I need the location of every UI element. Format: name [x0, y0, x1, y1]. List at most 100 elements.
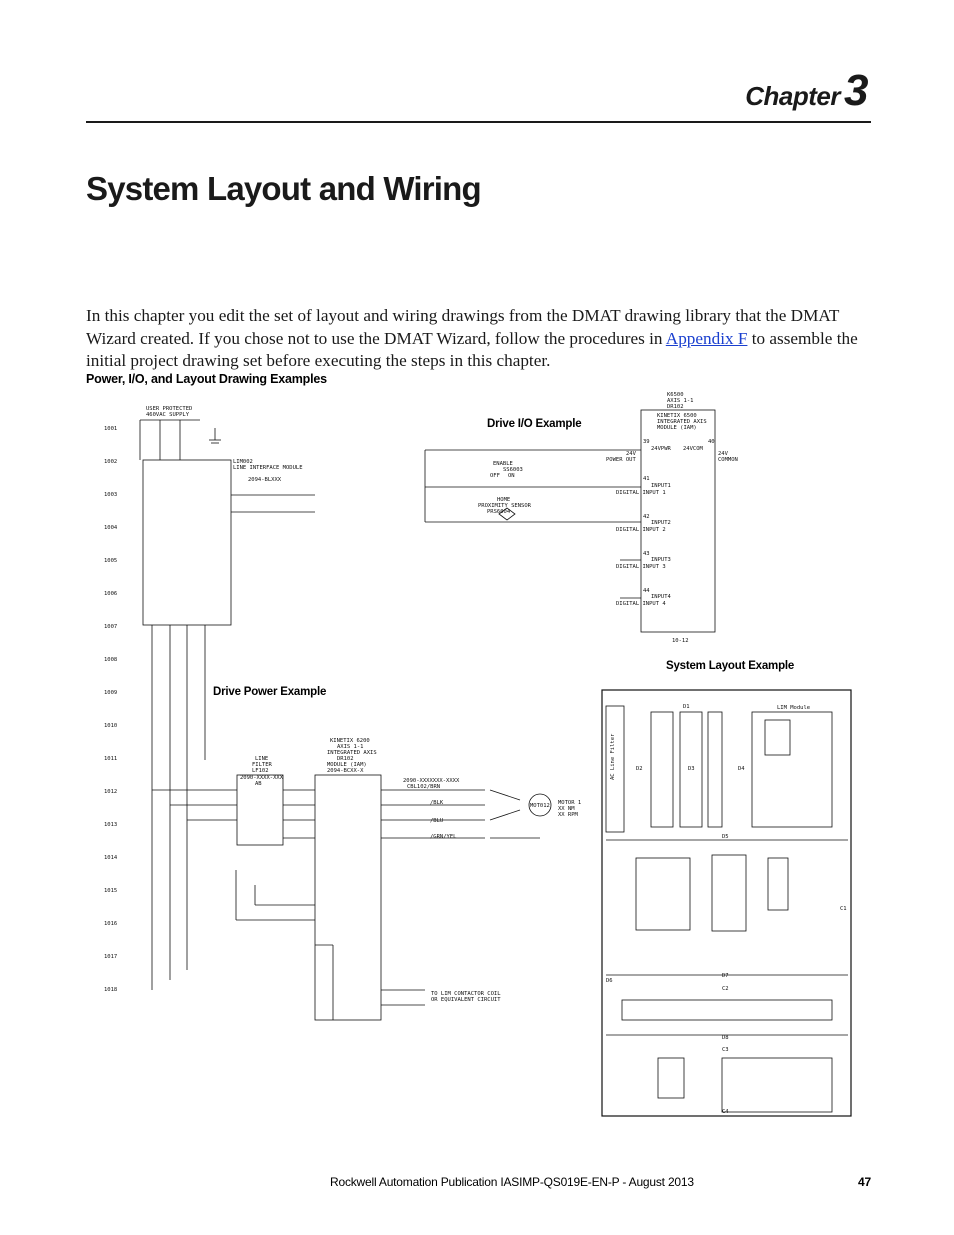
- supply-label-2: 460VAC SUPPLY: [146, 412, 190, 418]
- layout-d3: D3: [688, 766, 695, 772]
- layout-ac-filter-label: AC Line Filter: [610, 733, 616, 780]
- home-label: HOME: [497, 497, 510, 503]
- motor-label-3: XX RPM: [558, 812, 579, 818]
- io-top-39: 39: [643, 439, 650, 445]
- io-digital-1: DIGITAL INPUT 1: [616, 490, 666, 496]
- home-id: PRS6004: [487, 509, 511, 515]
- contactor-note-2: OR EQUIVALENT CIRCUIT: [431, 997, 501, 1003]
- io-ref: 10-12: [672, 638, 689, 644]
- power-header-6: 2094-BCXX-X: [327, 768, 364, 774]
- row-number: 1015: [104, 888, 117, 894]
- layout-c3: C3: [722, 1047, 729, 1053]
- line-filter-5: AB: [255, 781, 262, 787]
- io-digital-3: DIGITAL INPUT 3: [616, 564, 666, 570]
- enable-label: ENABLE: [493, 461, 513, 467]
- row-number: 1006: [104, 591, 117, 597]
- power-header-1: KINETIX 6200: [330, 738, 370, 744]
- power-header-4: DR102: [337, 756, 354, 762]
- caption-system-layout: System Layout Example: [666, 660, 795, 672]
- row-number: 1001: [104, 426, 117, 432]
- chapter-label: Chapter: [745, 81, 841, 111]
- row-number: 1016: [104, 921, 117, 927]
- supply-label-1: USER PROTECTED: [146, 406, 192, 412]
- row-number: 1007: [104, 624, 117, 630]
- row-number: 1005: [104, 558, 117, 564]
- io-top-40: 40: [708, 439, 715, 445]
- chapter-number: 3: [844, 66, 868, 115]
- io-top-24v-b: 24V: [718, 451, 729, 457]
- page-title: System Layout and Wiring: [86, 170, 482, 207]
- io-digital-4: DIGITAL INPUT 4: [616, 601, 666, 607]
- io-input-4: INPUT4: [651, 594, 672, 600]
- layout-c1: C1: [840, 906, 847, 912]
- io-top-24vpwr: 24VPWR: [651, 446, 672, 452]
- row-number: 1018: [104, 987, 117, 993]
- io-module-2: INTEGRATED AXIS: [657, 419, 707, 425]
- row-number: 1012: [104, 789, 117, 795]
- layout-d2: D2: [636, 766, 643, 772]
- cable-label-1: 2090-XXXXXXX-XXXX: [403, 778, 460, 784]
- io-input-1: INPUT1: [651, 483, 671, 489]
- motor-id: MOT012: [530, 803, 550, 809]
- intro-paragraph: In this chapter you edit the set of layo…: [86, 305, 874, 373]
- io-top-common: COMMON: [718, 457, 738, 463]
- io-pin-43: 43: [643, 551, 650, 557]
- io-pin-44: 44: [643, 588, 650, 594]
- motor-label-1: MOTOR 1: [558, 800, 581, 806]
- lim-part: 2094-BLXXX: [248, 477, 282, 483]
- enable-on: ON: [508, 473, 515, 479]
- lim-label-2: LINE INTERFACE MODULE: [233, 465, 303, 471]
- cable-label-2: CBL102/BRN: [407, 784, 440, 790]
- power-header-2: AXIS 1-1: [337, 744, 364, 750]
- io-pin-41: 41: [643, 476, 650, 482]
- layout-d7: D7: [722, 973, 729, 979]
- row-number: 1002: [104, 459, 117, 465]
- layout-d8: D8: [722, 1035, 729, 1041]
- line-filter-3: LF102: [252, 768, 269, 774]
- contactor-note-1: TO LIM CONTACTOR COIL: [431, 991, 501, 997]
- lim-label-1: LIM002: [233, 459, 253, 465]
- power-header-5: MODULE (IAM): [327, 762, 367, 768]
- layout-lim-label: LIM Module: [777, 705, 810, 711]
- intro-text-1: In this chapter you edit the set of layo…: [86, 306, 840, 348]
- appendix-f-link[interactable]: Appendix F: [665, 328, 748, 348]
- row-number: 1017: [104, 954, 117, 960]
- io-header-2: AXIS 1-1: [667, 398, 694, 404]
- io-header-3: DR102: [667, 404, 684, 410]
- io-top-power-out: POWER OUT: [606, 457, 636, 463]
- layout-d4: D4: [738, 766, 745, 772]
- io-top-24vcom: 24VCOM: [683, 446, 704, 452]
- caption-drive-power: Drive Power Example: [213, 686, 327, 698]
- home-sensor: PROXIMITY SENSOR: [478, 503, 532, 509]
- caption-drive-io: Drive I/O Example: [487, 418, 582, 430]
- layout-d6: D6: [606, 978, 613, 984]
- header-rule: [86, 121, 871, 123]
- enable-id: SS6003: [503, 467, 523, 473]
- row-number: 1009: [104, 690, 117, 696]
- row-number: 1003: [104, 492, 117, 498]
- row-number: 1004: [104, 525, 118, 531]
- chapter-heading: Chapter3: [745, 66, 868, 116]
- io-top-24v-a: 24V: [626, 451, 637, 457]
- layout-c2: C2: [722, 986, 729, 992]
- power-header-3: INTEGRATED AXIS: [327, 750, 377, 756]
- io-header-1: K6500: [667, 392, 684, 398]
- io-module-3: MODULE (IAM): [657, 425, 697, 431]
- layout-c4: C4: [722, 1109, 729, 1115]
- io-pin-42: 42: [643, 514, 650, 520]
- line-filter-1: LINE: [255, 756, 268, 762]
- section-heading: Power, I/O, and Layout Drawing Examples: [86, 372, 327, 386]
- layout-d5: D5: [722, 834, 729, 840]
- wire-green-yellow: /GRN/YEL: [430, 834, 457, 840]
- line-filter-2: FILTER: [252, 762, 273, 768]
- wire-black: /BLK: [430, 800, 444, 806]
- footer-publication: Rockwell Automation Publication IASIMP-Q…: [330, 1175, 694, 1189]
- layout-d1: D1: [683, 704, 690, 710]
- line-filter-4: 2090-XXXX-XXX: [240, 775, 284, 781]
- enable-off: OFF: [490, 473, 500, 479]
- io-digital-2: DIGITAL INPUT 2: [616, 527, 666, 533]
- io-input-3: INPUT3: [651, 557, 671, 563]
- io-input-2: INPUT2: [651, 520, 671, 526]
- intro-text-2: to assemble the initial project drawing …: [86, 328, 858, 371]
